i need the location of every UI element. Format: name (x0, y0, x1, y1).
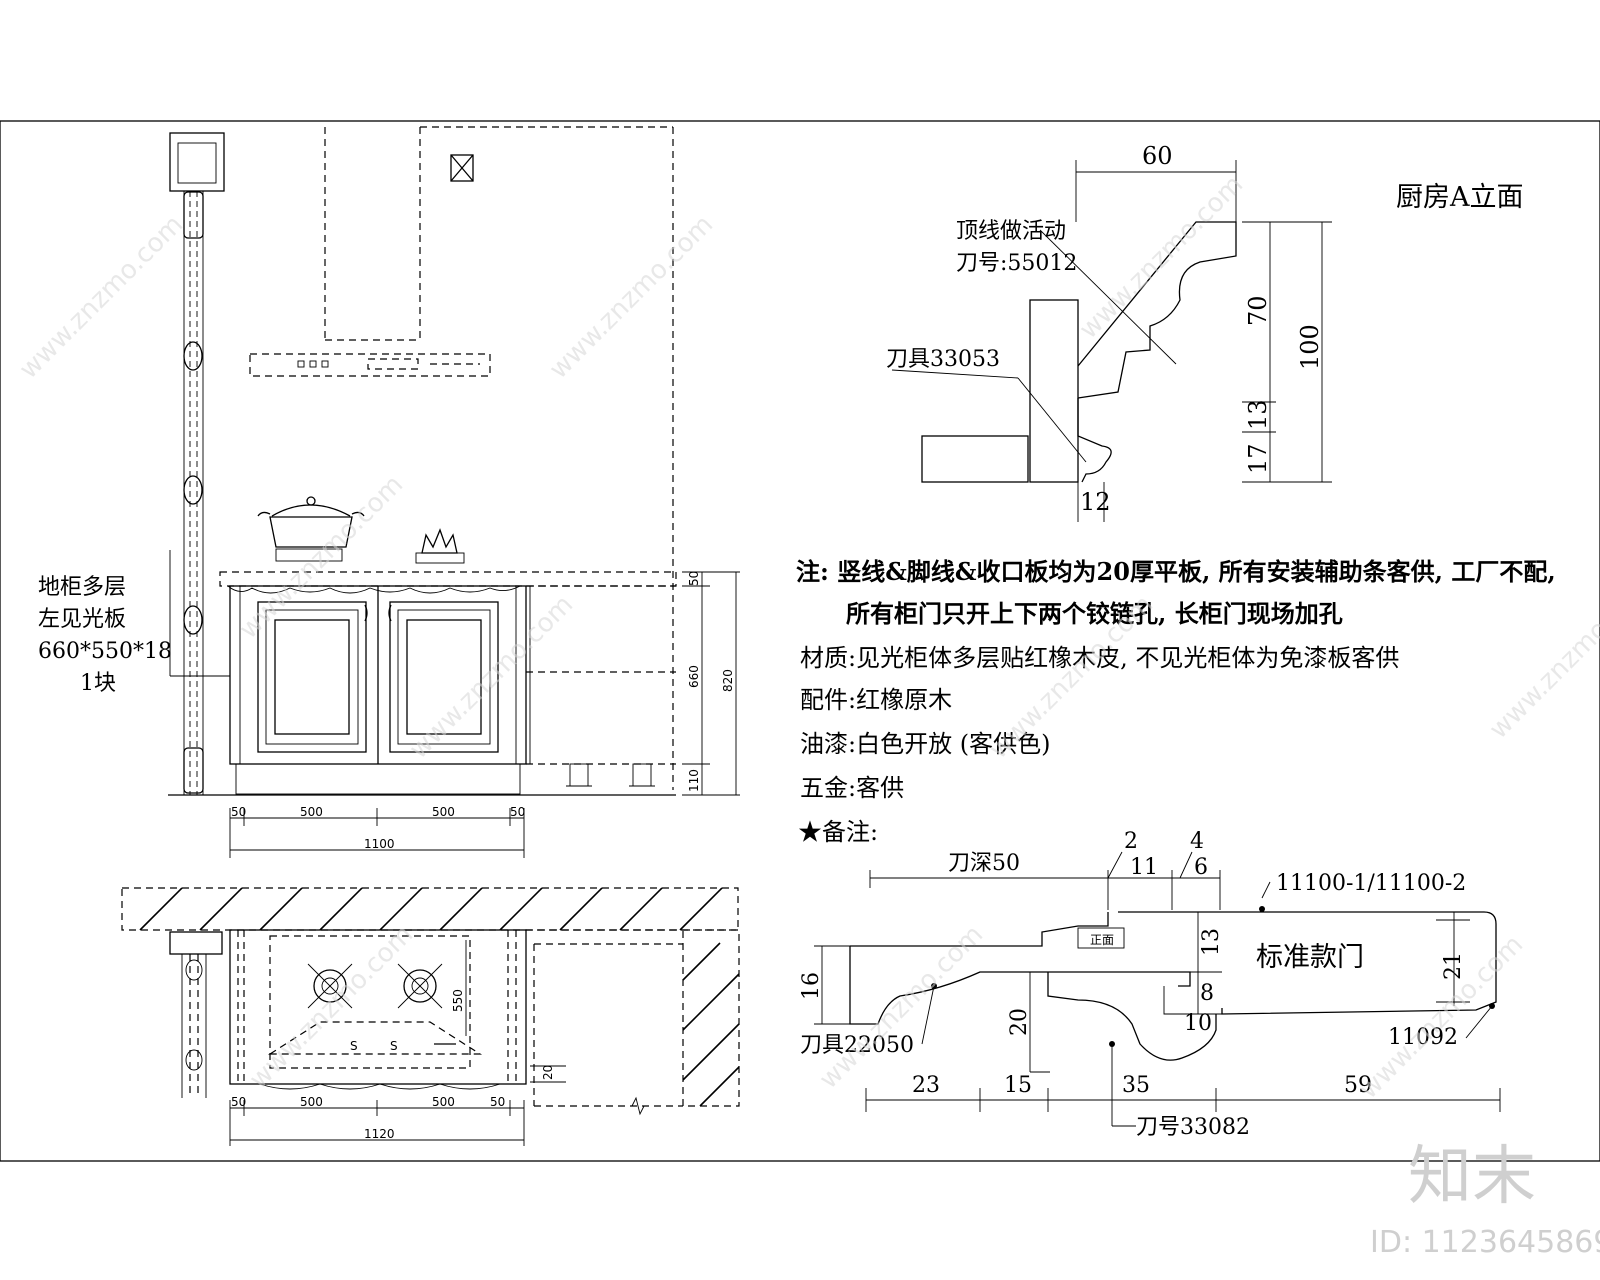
dim-60: 60 (1142, 142, 1173, 170)
left-door-handle (364, 604, 368, 622)
watermark-url: www.znzmo.com (404, 590, 579, 765)
dim-59: 59 (1344, 1073, 1372, 1098)
watermark-url: www.znzmo.com (1074, 170, 1249, 345)
side-open-cabinet (526, 585, 676, 787)
burner-right (397, 963, 443, 1009)
dim-v110: 110 (687, 769, 701, 792)
note-material: 材质:见光柜体多层贴红橡木皮, 不见光柜体为免漆板客供 (800, 644, 1399, 672)
dim-10: 10 (1184, 1011, 1212, 1036)
stock-pot (257, 496, 365, 562)
base-cabinet (229, 585, 527, 795)
plan-dim-50: 50 (490, 1095, 505, 1109)
note-fittings: 配件:红橡原木 (800, 686, 952, 714)
dim-8: 8 (1200, 981, 1214, 1006)
door-label: 标准款门 (1256, 942, 1364, 973)
side-panel-line3: 660*550*18 (38, 639, 172, 664)
plan-dim-1120: 1120 (364, 1127, 395, 1141)
wall-hatch-top (121, 887, 739, 931)
note-line2: 所有柜门只开上下两个铰链孔, 长柜门现场加孔 (846, 599, 1343, 628)
side-panel-label: 地柜多层 左见光板 660*550*18 1块 (38, 575, 172, 696)
drawing-frame (0, 120, 1600, 1162)
inner-mark: 正面 (1090, 933, 1114, 947)
dim-50: 50 (231, 805, 246, 819)
dim-70: 70 (1244, 295, 1272, 326)
plan-dim-550: 550 (451, 989, 465, 1012)
burner-left (307, 963, 353, 1009)
dim-v50: 50 (687, 571, 701, 586)
page-title: 厨房A立面 (1396, 182, 1524, 213)
dim-17: 17 (1244, 443, 1272, 474)
column-post (169, 132, 225, 795)
watermark-url: www.znzmo.com (234, 470, 409, 645)
wall-hatch-right (682, 929, 740, 1107)
watermark-id: ID: 1123645869 (1370, 1225, 1600, 1260)
callout-knife-code: 刀号:55012 (956, 251, 1077, 276)
notes-block: 注: 竖线&脚线&收口板均为20厚平板, 所有安装辅助条客供, 工厂不配, 所有… (796, 557, 1556, 846)
dim-35: 35 (1122, 1073, 1150, 1098)
dim-1100: 1100 (364, 837, 395, 851)
elevation-dims-horizontal: 50 500 500 50 1100 (229, 805, 525, 858)
dim-20: 20 (1007, 1008, 1032, 1036)
watermark-url: www.znzmo.com (14, 210, 189, 385)
note-remark: ★备注: (798, 818, 878, 846)
dim-500: 500 (432, 805, 455, 819)
dim-21: 21 (1441, 952, 1466, 980)
range-hood (249, 127, 491, 377)
dim-50: 50 (510, 805, 525, 819)
svg-text:S: S (350, 1039, 358, 1053)
watermark-url: www.znzmo.com (1484, 570, 1600, 745)
note-paint: 油漆:白色开放 (客供色) (800, 730, 1050, 758)
dim-23: 23 (912, 1073, 940, 1098)
plan-side-cabinet (526, 929, 683, 1116)
plan-column (169, 931, 223, 1098)
right-door-handle (388, 604, 392, 622)
dim-4: 4 (1190, 829, 1204, 854)
dim-13: 13 (1199, 928, 1224, 956)
code-11092: 11092 (1388, 1025, 1458, 1050)
plan-dims: 50 500 500 50 1120 550 20 (229, 989, 566, 1146)
callout-ceiling-trim: 顶线做活动 (956, 219, 1066, 244)
side-panel-line2: 左见光板 (38, 607, 126, 632)
dim-v820: 820 (721, 669, 735, 692)
callout-tool-33053: 刀具33053 (886, 347, 1000, 372)
dim-2: 2 (1124, 829, 1138, 854)
plan-dim-500: 500 (432, 1095, 455, 1109)
dim-15: 15 (1004, 1073, 1032, 1098)
note-line1: 注: 竖线&脚线&收口板均为20厚平板, 所有安装辅助条客供, 工厂不配, (796, 557, 1556, 586)
elevation-view: 地柜多层 左见光板 660*550*18 1块 50 500 500 50 11… (38, 126, 740, 858)
plan-cabinet: S S (229, 929, 527, 1090)
plan-dim-20: 20 (541, 1065, 555, 1080)
dim-13: 13 (1244, 399, 1272, 430)
side-panel-line4: 1块 (80, 671, 116, 696)
dim-16: 16 (799, 972, 824, 1000)
dim-6: 6 (1194, 855, 1208, 880)
burner-flame (415, 528, 465, 564)
socket-symbol (450, 154, 474, 182)
dim-cut-depth: 刀深50 (948, 851, 1020, 876)
dim-100: 100 (1296, 324, 1324, 370)
tool-22050: 刀具22050 (800, 1033, 914, 1058)
plan-dim-500: 500 (300, 1095, 323, 1109)
part-code: 11100-1/11100-2 (1276, 871, 1466, 896)
plan-dim-50: 50 (231, 1095, 246, 1109)
plan-view: S S 50 500 500 50 1120 (121, 887, 740, 1146)
elevation-dims-vertical: 50 660 110 820 (682, 571, 740, 796)
crown-molding-detail: 60 顶线做活动 刀号:55012 刀具33053 70 13 17 100 1… (886, 142, 1332, 522)
dim-500: 500 (300, 805, 323, 819)
tool-33082: 刀号33082 (1136, 1115, 1250, 1140)
dim-v660: 660 (687, 665, 701, 688)
side-panel-line1: 地柜多层 (38, 575, 126, 600)
watermark-logo: 知末 (1408, 1140, 1536, 1214)
svg-text:S: S (390, 1039, 398, 1053)
dim-12: 12 (1080, 488, 1111, 516)
dim-11: 11 (1130, 855, 1158, 880)
watermark-url: www.znzmo.com (544, 210, 719, 385)
note-hardware: 五金:客供 (800, 774, 904, 802)
door-profile-detail: 刀深50 2 11 4 6 11100-1/11100-2 标准款门 21 正面… (799, 829, 1501, 1140)
